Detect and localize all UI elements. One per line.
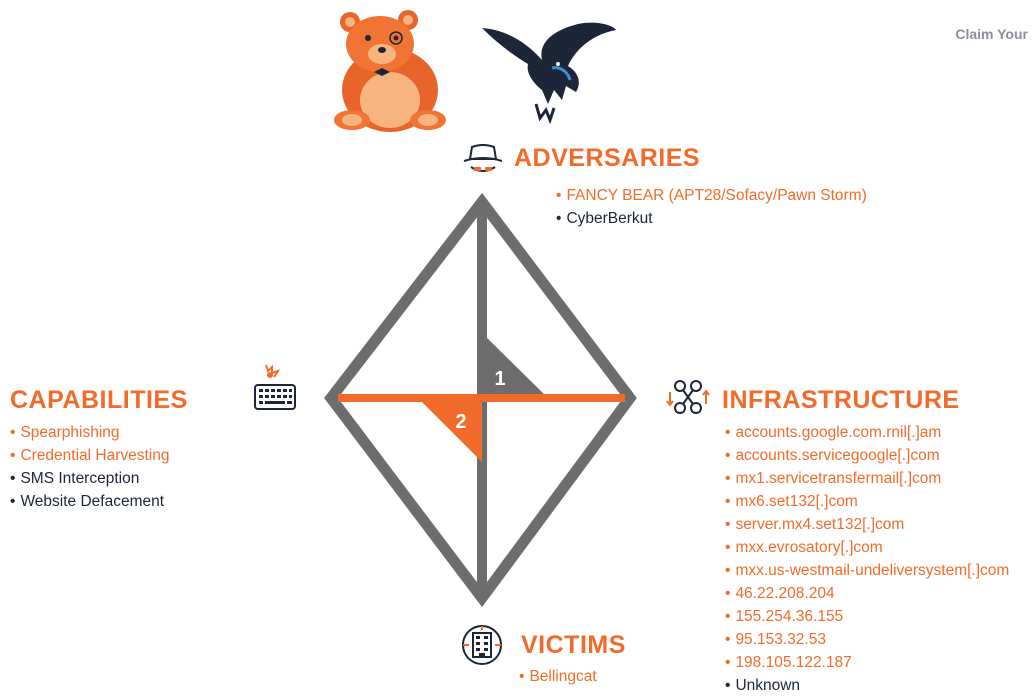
- list-item: 95.153.32.53: [725, 628, 1009, 651]
- list-item: Credential Harvesting: [10, 444, 169, 467]
- list-item: server.mx4.set132[.]com: [725, 513, 1009, 536]
- keyboard-icon: [254, 364, 296, 410]
- capabilities-heading: CAPABILITIES: [10, 386, 188, 414]
- list-item: accounts.google.com.rnil[.]am: [725, 421, 1009, 444]
- list-item: FANCY BEAR (APT28/Sofacy/Pawn Storm): [556, 184, 866, 207]
- list-item: Unknown: [725, 674, 1009, 697]
- infrastructure-list: accounts.google.com.rnil[.]am accounts.s…: [725, 421, 1009, 697]
- hat-spy-icon: [463, 144, 503, 172]
- list-item: Bellingcat: [519, 665, 596, 688]
- marker-1-triangle: [482, 333, 548, 398]
- network-nodes-icon: [666, 380, 710, 414]
- list-item: 198.105.122.187: [725, 651, 1009, 674]
- marker-2-label: 2: [455, 411, 466, 433]
- marker-2-triangle: [418, 398, 482, 462]
- claim-link[interactable]: Claim Your: [955, 26, 1028, 42]
- list-item: CyberBerkut: [556, 207, 867, 230]
- adversaries-heading: ADVERSARIES: [514, 144, 701, 172]
- building-icon: [462, 625, 502, 665]
- infrastructure-heading: INFRASTRUCTURE: [722, 386, 960, 414]
- marker-1-label: 1: [494, 368, 505, 390]
- victims-list: Bellingcat: [519, 665, 596, 688]
- eagle-mascot-icon: [482, 22, 616, 125]
- list-item: mxx.us-westmail-undeliversystem[.]com: [725, 559, 1009, 582]
- list-item: mx6.set132[.]com: [725, 490, 1009, 513]
- list-item: SMS Interception: [10, 467, 169, 490]
- list-item: mxx.evrosatory[.]com: [725, 536, 1009, 559]
- list-item: 46.22.208.204: [725, 582, 1009, 605]
- list-item: 155.254.36.155: [725, 605, 1009, 628]
- bear-mascot-icon: [334, 10, 446, 132]
- list-item: Website Defacement: [10, 490, 169, 513]
- list-item: Spearphishing: [10, 421, 169, 444]
- victims-heading: VICTIMS: [521, 631, 626, 659]
- list-item: mx1.servicetransfermail[.]com: [725, 467, 1009, 490]
- adversaries-list: FANCY BEAR (APT28/Sofacy/Pawn Storm) Cyb…: [556, 184, 867, 230]
- capabilities-list: Spearphishing Credential Harvesting SMS …: [10, 421, 169, 513]
- list-item: accounts.servicegoogle[.]com: [725, 444, 1009, 467]
